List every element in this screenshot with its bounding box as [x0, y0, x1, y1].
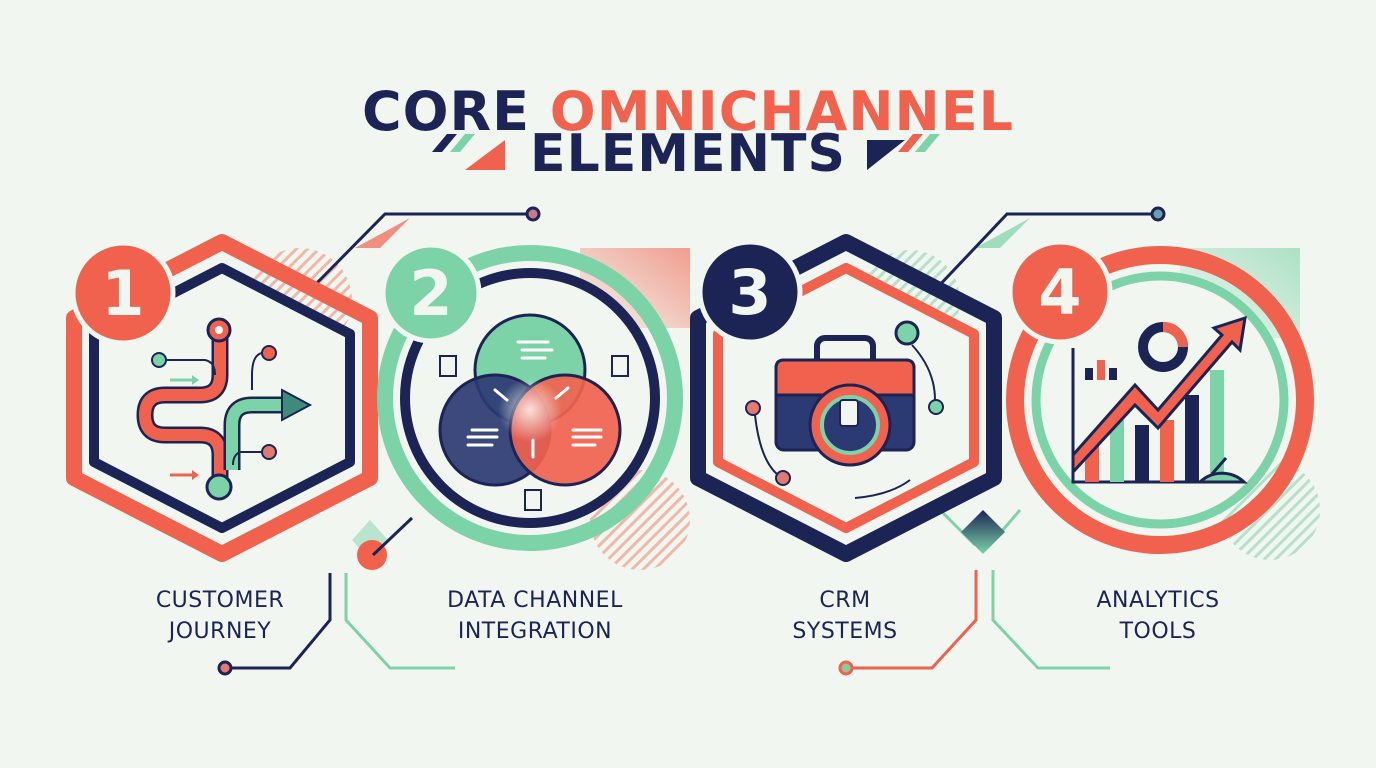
journey-path-icon [136, 317, 313, 501]
element-4-label: ANALYTICS TOOLS [1096, 588, 1220, 644]
venn-diagram-icon [438, 313, 629, 511]
connector-bottom-left [217, 516, 455, 676]
element-2-badge: 2 [380, 242, 482, 344]
title-slash-decor-left [432, 134, 505, 170]
element-2-label: DATA CHANNEL INTEGRATION [447, 588, 623, 644]
growth-chart-icon [1071, 315, 1248, 484]
element-1-frame [66, 234, 378, 562]
connector-3-4 [933, 206, 1166, 292]
connector-1-2 [308, 206, 541, 292]
element-2-number: 2 [409, 257, 452, 330]
title-omnichannel: OMNICHANNEL [549, 80, 1015, 143]
title-core: CORE [361, 80, 530, 143]
element-1-label: CUSTOMER JOURNEY [155, 588, 285, 644]
title-line-1: CORE OMNICHANNEL [0, 82, 1376, 142]
element-4-number: 4 [1038, 256, 1081, 329]
element-1-number: 1 [101, 257, 144, 330]
element-4-badge: 4 [1007, 239, 1113, 345]
element-3-label: CRM SYSTEMS [792, 588, 898, 644]
briefcase-gear-icon [745, 320, 944, 499]
connector-bottom-right [838, 508, 1110, 676]
element-1-badge: 1 [70, 240, 176, 346]
title-line-2: ELEMENTS [0, 124, 1376, 184]
element-3-number: 3 [728, 256, 771, 329]
title-elements: ELEMENTS [530, 124, 846, 184]
title-slash-decor-right [867, 134, 940, 170]
element-3-badge: 3 [697, 239, 803, 345]
